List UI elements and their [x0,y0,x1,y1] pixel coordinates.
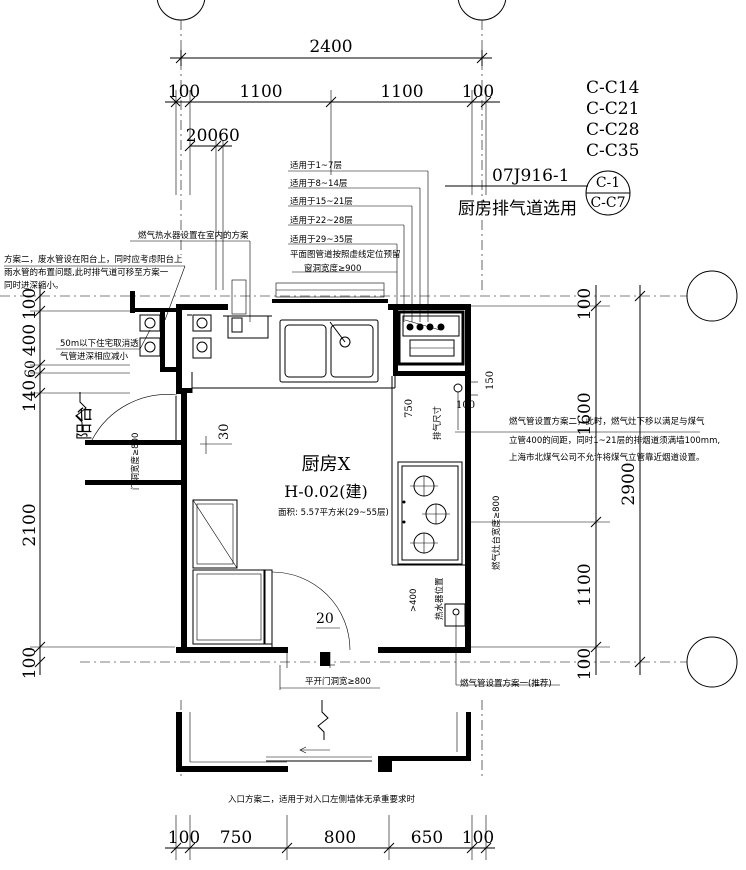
code-3: C-C28 [586,120,639,140]
detail-index-bottom: C-C7 [590,195,625,211]
dim-top-sub-1: 200 [186,126,218,146]
break-line-mark [317,700,329,740]
right-dimension-chain [470,285,646,675]
stove-width-label: 燃气灶台宽度≥800 [491,496,502,570]
dim-100: 100 [456,400,475,411]
room-code: H-0.02(建) [284,482,367,501]
dim-right-1100: 1100 [575,563,595,606]
dim-left-6: 100 [20,647,40,679]
left-door-width: 门洞宽度≥800 [130,433,141,490]
walls [85,291,471,772]
flue-leader-lines [130,170,429,322]
axis-bubble-right-lower [686,636,738,688]
axis-bubble-right-upper [686,270,738,322]
axis-bubble-top-left [156,0,206,21]
atlas-caption: 厨房排气道选用 [458,199,577,219]
heater-note: 燃气热水器设置在室内的方案 [138,230,249,241]
dim-top-seg-2: 1100 [239,82,282,102]
gas-stove [397,461,463,565]
dim-top-seg-3: 1100 [380,82,423,102]
code-2: C-C21 [586,99,639,119]
dim-30: 30 [217,423,232,440]
gas-scheme2-line-2: 立管400的间距，同时1~21层的排烟道须满墙100mm, [509,435,720,446]
dim-top-seg-4: 100 [462,82,494,102]
break-line-mark-left [75,392,87,432]
gas-scheme1-label: 燃气管设置方案一(推荐) [460,678,552,689]
dim-top-seg-1: 100 [168,82,200,102]
code-1: C-C14 [586,78,639,98]
dim-top-sub-2: 60 [218,126,240,146]
dim-20: 20 [316,611,334,627]
room-area: 面积: 5.57平方米(29~55层) [278,507,389,518]
bottom-dimension-chain [165,815,495,860]
dim-right-bottom: 100 [575,648,595,680]
door-width-bottom: 平开门洞宽≥800 [305,676,371,687]
meter-boxes [139,314,269,359]
flue-note-3: 适用于15~21层 [290,196,353,207]
balcony-label: 阳台 [75,406,95,440]
plan-note: 平面图管道按照虚线定位预留 [290,249,401,260]
fridge-and-appliances [192,499,273,645]
dim-bottom-1: 100 [168,828,200,848]
dim-bottom-3: 800 [324,828,356,848]
scheme2-line-1: 方案二，废水管设在阳台上，同时应考虑阳台上 [4,254,183,265]
exhaust-flue [397,310,465,366]
gas-pipe-markers [444,381,700,686]
double-sink [279,319,379,383]
dim-bottom-5: 100 [462,828,494,848]
top-dimension-chain [165,50,500,290]
dim-400: >400 [409,589,419,612]
dim-150: 150 [485,371,496,390]
dim-bottom-4: 650 [411,828,443,848]
dim-left-5: 2100 [20,503,40,546]
dim-750: 750 [404,399,415,418]
dim-left-2: 400 [20,324,40,356]
scheme2-line-3: 同时进深缩小。 [4,280,64,291]
flue-note-2: 适用于8~14层 [290,178,347,189]
flue-note-4: 适用于22~28层 [290,215,353,226]
exhaust-size-label: 排气尺寸 [432,405,443,440]
flue-note-5: 适用于29~35层 [290,234,353,245]
dim-left-3: 60 [23,360,39,378]
dim-right-top: 100 [575,288,595,320]
scheme2-line-2: 雨水管的布置问题,此时排气道可移至方案一 [4,267,169,278]
window [231,279,385,315]
dim-left-4: 140 [20,380,40,412]
axis-bubble-top-right [457,0,507,21]
code-4: C-C35 [586,141,639,161]
pipe-note-line-1: 50m以下住宅取消透 [60,338,139,349]
dim-bottom-2: 750 [220,828,252,848]
door-swings [91,394,372,762]
window-note: 窗洞宽度≥900 [304,263,361,274]
flue-note-1: 适用于1~7层 [290,160,342,171]
entry-scheme2-label: 入口方案二，适用于对入口左侧墙体无承重要求时 [228,794,416,805]
dim-left-1: 100 [20,288,40,320]
dim-right-total: 2900 [619,462,639,505]
dim-top-total: 2400 [309,37,352,57]
atlas-number: 07J916-1 [492,166,569,186]
pipe-note-line-2: 气管进深相应减小 [60,351,129,362]
room-name: 厨房X [302,454,351,475]
water-heater-label: 热水器位置 [434,577,445,620]
dim-right-1600: 1600 [575,392,595,435]
detail-index-top: C-1 [596,175,620,191]
gas-scheme2-line-3: 上海市北煤气公司不允许将煤气立管靠近烟道设置。 [509,452,705,463]
gas-scheme2-line-1: 燃气管设置方案二，此时，燃气灶下移以满足与煤气 [509,416,705,427]
